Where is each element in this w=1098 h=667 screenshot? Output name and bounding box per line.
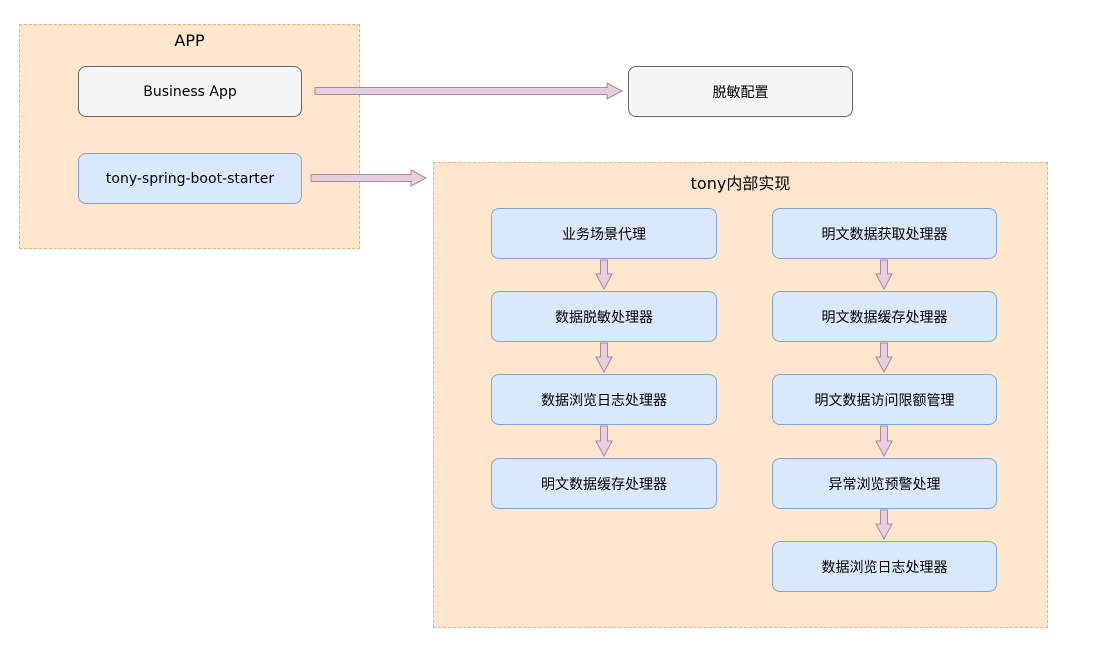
plaintext-cache-processor-left-box[interactable]: 明文数据缓存处理器 bbox=[491, 458, 717, 509]
business-scenario-proxy-box[interactable]: 业务场景代理 bbox=[491, 208, 717, 259]
plaintext-access-quota-box[interactable]: 明文数据访问限额管理 bbox=[772, 374, 997, 425]
starter-box[interactable]: tony-spring-boot-starter bbox=[78, 153, 302, 204]
data-desensitize-processor-box[interactable]: 数据脱敏处理器 bbox=[491, 291, 717, 342]
plaintext-cache-processor-right-box[interactable]: 明文数据缓存处理器 bbox=[772, 291, 997, 342]
browse-log-processor-box[interactable]: 数据浏览日志处理器 bbox=[491, 374, 717, 425]
business-app-box[interactable]: Business App bbox=[78, 66, 302, 117]
abnormal-browse-alert-box[interactable]: 异常浏览预警处理 bbox=[772, 458, 997, 509]
arrow-business-to-config bbox=[314, 82, 624, 100]
app-group-title: APP bbox=[174, 31, 205, 50]
desensitize-config-box[interactable]: 脱敏配置 bbox=[628, 66, 853, 117]
internal-group-title: tony内部实现 bbox=[690, 174, 791, 193]
browse-log-processor-right-box[interactable]: 数据浏览日志处理器 bbox=[772, 541, 997, 592]
plaintext-fetch-processor-box[interactable]: 明文数据获取处理器 bbox=[772, 208, 997, 259]
app-group: APP bbox=[19, 24, 360, 249]
